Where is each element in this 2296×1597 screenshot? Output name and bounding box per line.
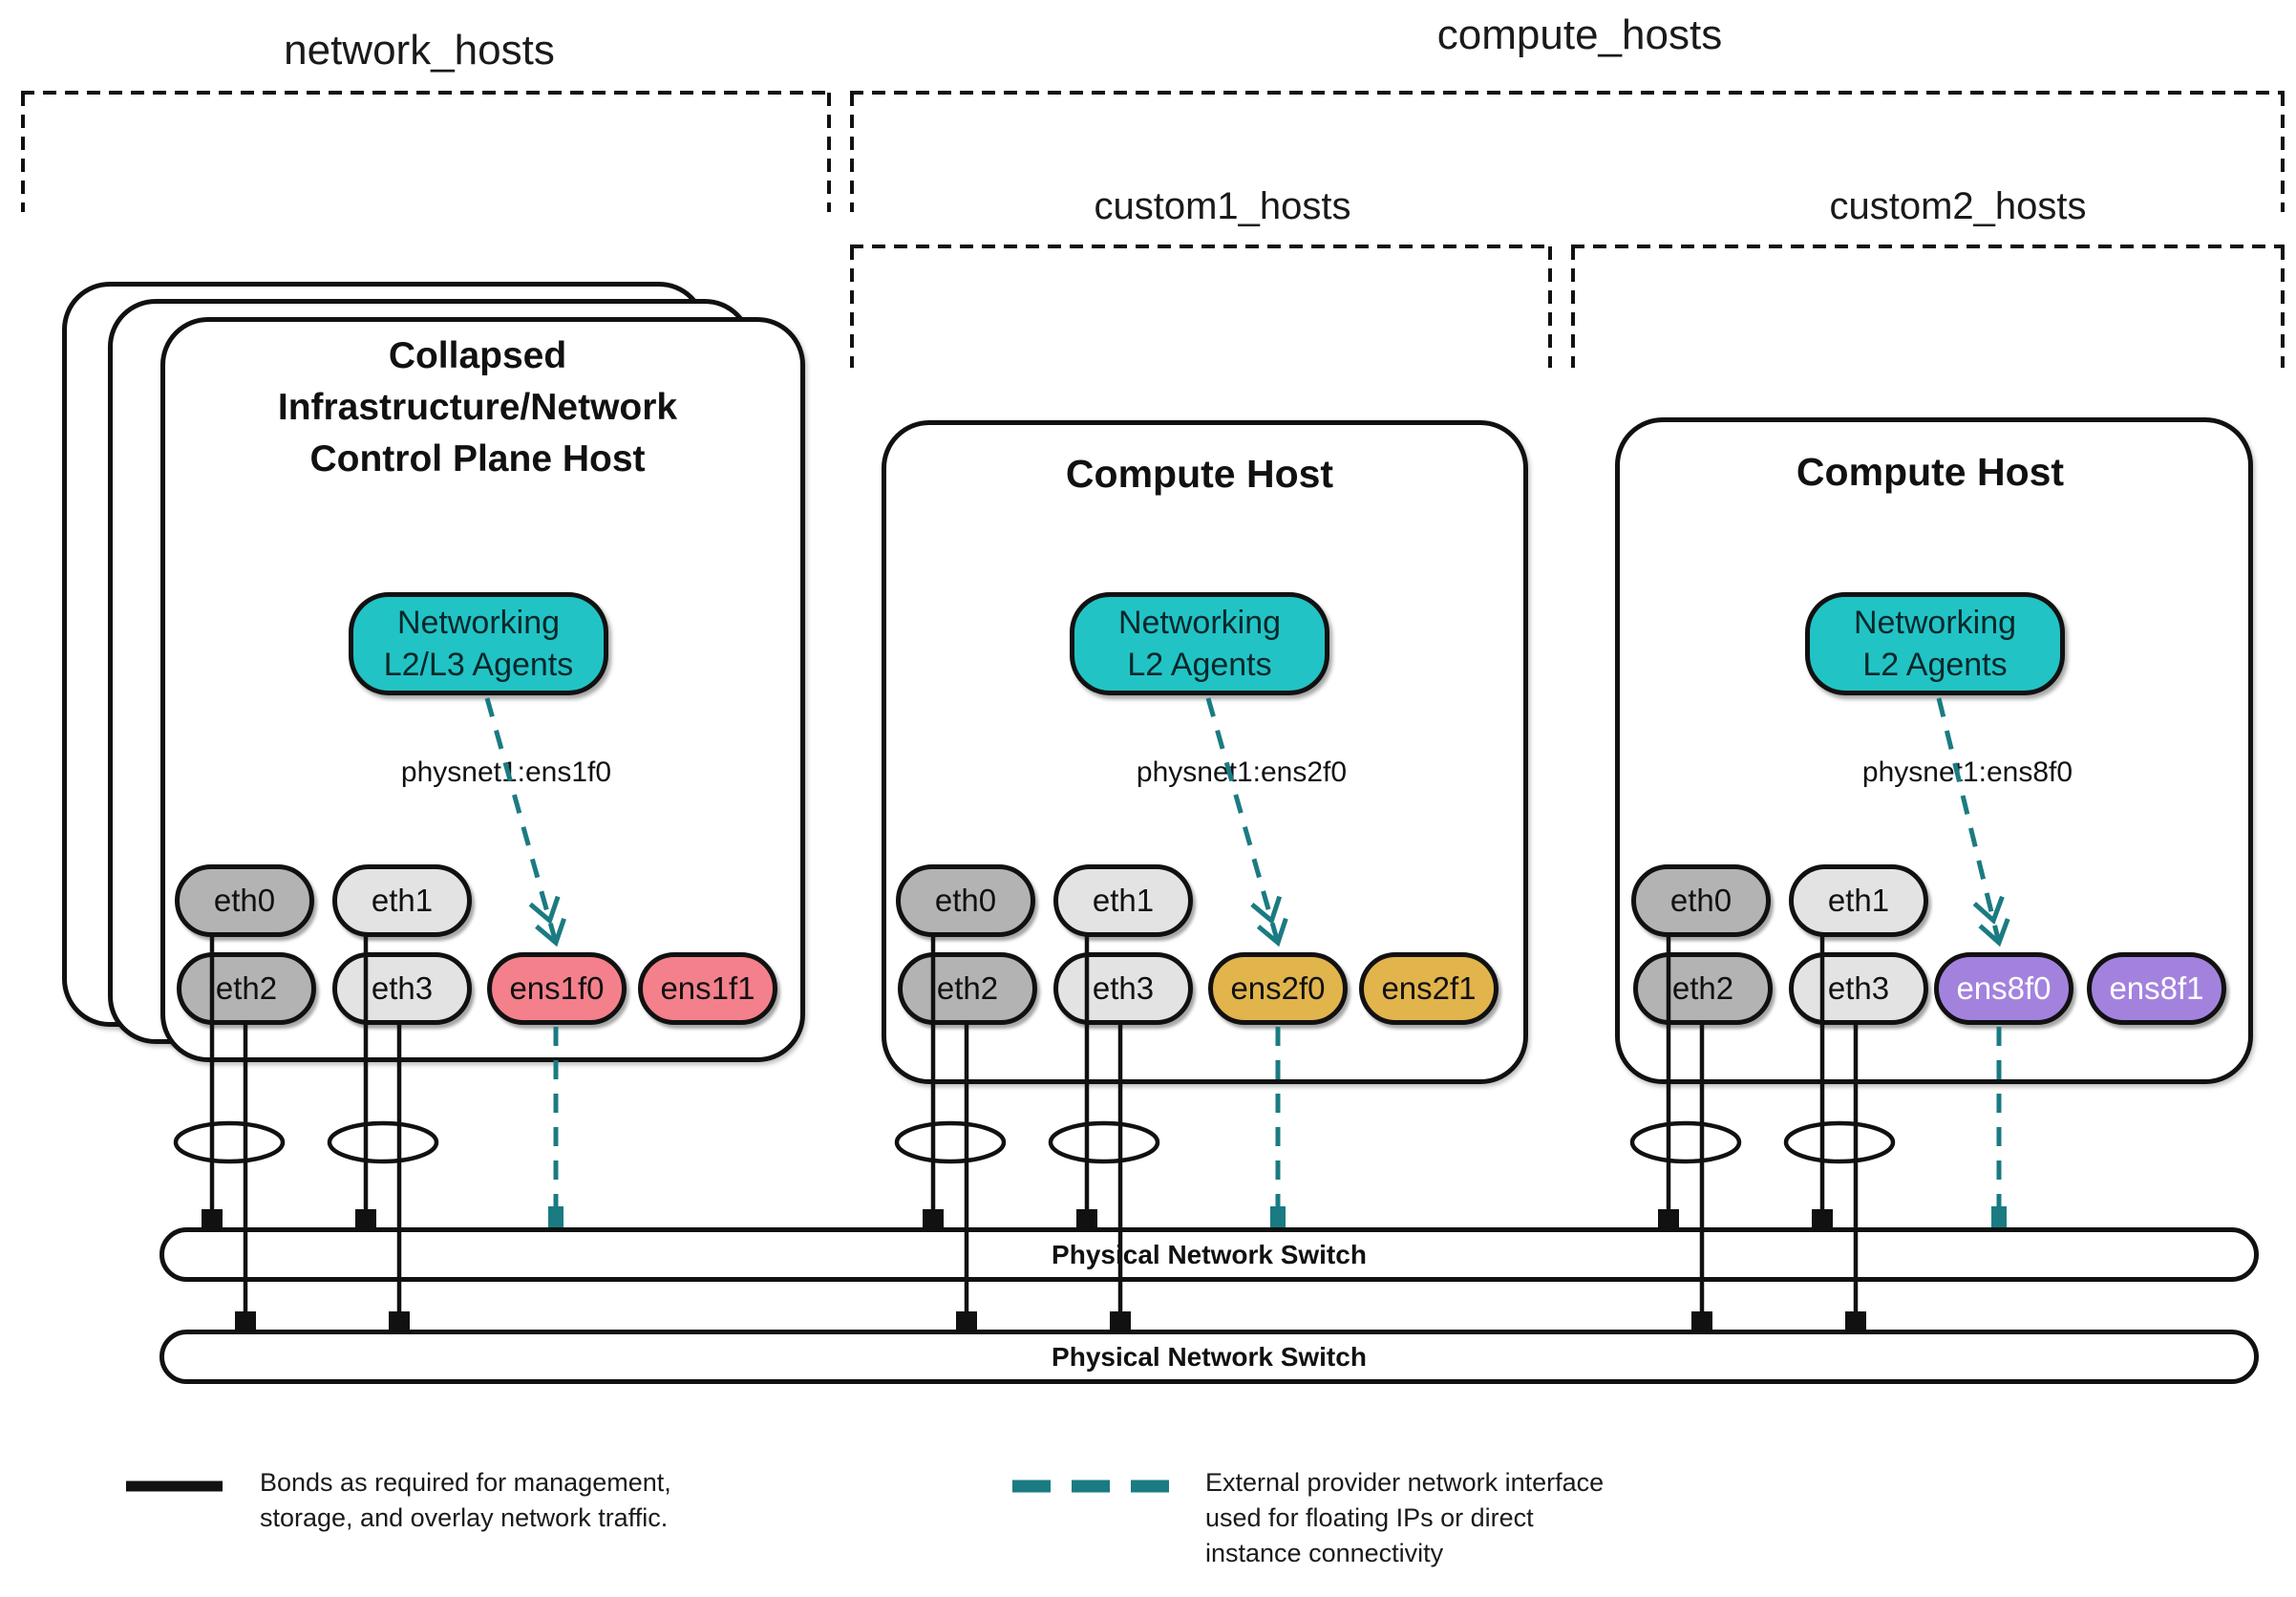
nic-pill-host2-eth0: eth0	[1631, 864, 1771, 937]
compute-host-2-title-line: Compute Host	[1796, 450, 2065, 494]
nic-pill-host1-eth2: eth2	[898, 952, 1037, 1025]
agent-box-l2-compute2-line1: Networking	[1853, 605, 2017, 641]
legend-external-text-line1: External provider network interface	[1205, 1468, 1605, 1497]
compute-host-2-title: Compute Host	[1644, 449, 2217, 495]
agent-box-l2-compute1-line1: Networking	[1117, 605, 1282, 641]
nic-pill-host2-ens8f1: ens8f1	[2087, 952, 2226, 1025]
nic-pill-host2-eth1: eth1	[1789, 864, 1928, 937]
agent-box-l2l3-line2: L2/L3 Agents	[383, 647, 574, 683]
nic-pill-host0-ens1f1: ens1f1	[638, 952, 777, 1025]
external-port-terminals	[548, 1206, 2007, 1227]
network-host-title-line3: Control Plane Host	[309, 438, 646, 479]
nic-pill-host0-eth3: eth3	[332, 952, 472, 1025]
group-label-custom2-hosts: custom2_hosts	[1829, 185, 2087, 227]
nic-pill-host0-eth2: eth2	[177, 952, 316, 1025]
physical-network-switch-2: Physical Network Switch	[159, 1330, 2259, 1384]
group-label-network-hosts: network_hosts	[284, 27, 555, 74]
nic-pill-host0-eth0: eth0	[175, 864, 314, 937]
bracket-network-hosts	[21, 91, 831, 212]
agent-box-l2-compute1: Networking L2 Agents	[1070, 592, 1329, 695]
physical-network-switch-1: Physical Network Switch	[159, 1227, 2259, 1282]
physical-network-switch-1-label: Physical Network Switch	[1052, 1239, 1367, 1269]
network-host-title-line1: Collapsed	[388, 335, 567, 376]
nic-pill-host1-ens2f1: ens2f1	[1359, 952, 1499, 1025]
compute-host-1-title: Compute Host	[913, 451, 1486, 497]
compute-host-1-title-line: Compute Host	[1065, 452, 1334, 496]
physnet-label-ens8f0: physnet1:ens8f0	[1861, 756, 2073, 788]
switch1-port-terminals	[202, 1209, 1833, 1227]
nic-pill-host0-ens1f0: ens1f0	[487, 952, 627, 1025]
nic-pill-host1-eth1: eth1	[1053, 864, 1193, 937]
bracket-custom1-hosts	[850, 245, 1552, 368]
agent-box-l2-compute2-line2: L2 Agents	[1862, 647, 2008, 683]
legend-bond-text-line1: Bonds as required for management,	[260, 1468, 671, 1497]
nic-pill-host2-ens8f0: ens8f0	[1934, 952, 2073, 1025]
legend-external-text-line3: instance connectivity	[1205, 1539, 1444, 1567]
nic-pill-host2-eth2: eth2	[1633, 952, 1773, 1025]
agent-box-l2l3: Networking L2/L3 Agents	[349, 592, 608, 695]
physnet-label-ens2f0: physnet1:ens2f0	[1136, 756, 1348, 788]
group-label-custom1-hosts: custom1_hosts	[1094, 185, 1351, 227]
nic-pill-host0-eth1: eth1	[332, 864, 472, 937]
nic-pill-host1-eth3: eth3	[1053, 952, 1193, 1025]
physical-network-switch-2-label: Physical Network Switch	[1052, 1341, 1367, 1372]
legend-external-text: External provider network interface used…	[1205, 1465, 1740, 1571]
physnet-label-ens1f0: physnet1:ens1f0	[400, 756, 612, 788]
network-host-title-line2: Infrastructure/Network	[277, 387, 678, 428]
group-label-compute-hosts: compute_hosts	[1436, 11, 1723, 58]
nic-pill-host2-eth3: eth3	[1789, 952, 1928, 1025]
agent-box-l2-compute1-line2: L2 Agents	[1127, 647, 1272, 683]
nic-pill-host1-eth0: eth0	[896, 864, 1035, 937]
bracket-custom2-hosts	[1571, 245, 2285, 368]
agent-box-l2l3-line1: Networking	[396, 605, 561, 641]
switch2-port-terminals	[235, 1311, 1866, 1330]
bond-ellipses	[173, 1120, 1896, 1164]
legend-bond-text-line2: storage, and overlay network traffic.	[260, 1503, 669, 1532]
agent-box-l2-compute2: Networking L2 Agents	[1805, 592, 2065, 695]
legend-bond-text: Bonds as required for management, storag…	[260, 1465, 795, 1536]
legend-external-text-line2: used for floating IPs or direct	[1205, 1503, 1534, 1532]
network-host-title: Collapsed Infrastructure/Network Control…	[191, 330, 764, 485]
nic-pill-host1-ens2f0: ens2f0	[1208, 952, 1348, 1025]
